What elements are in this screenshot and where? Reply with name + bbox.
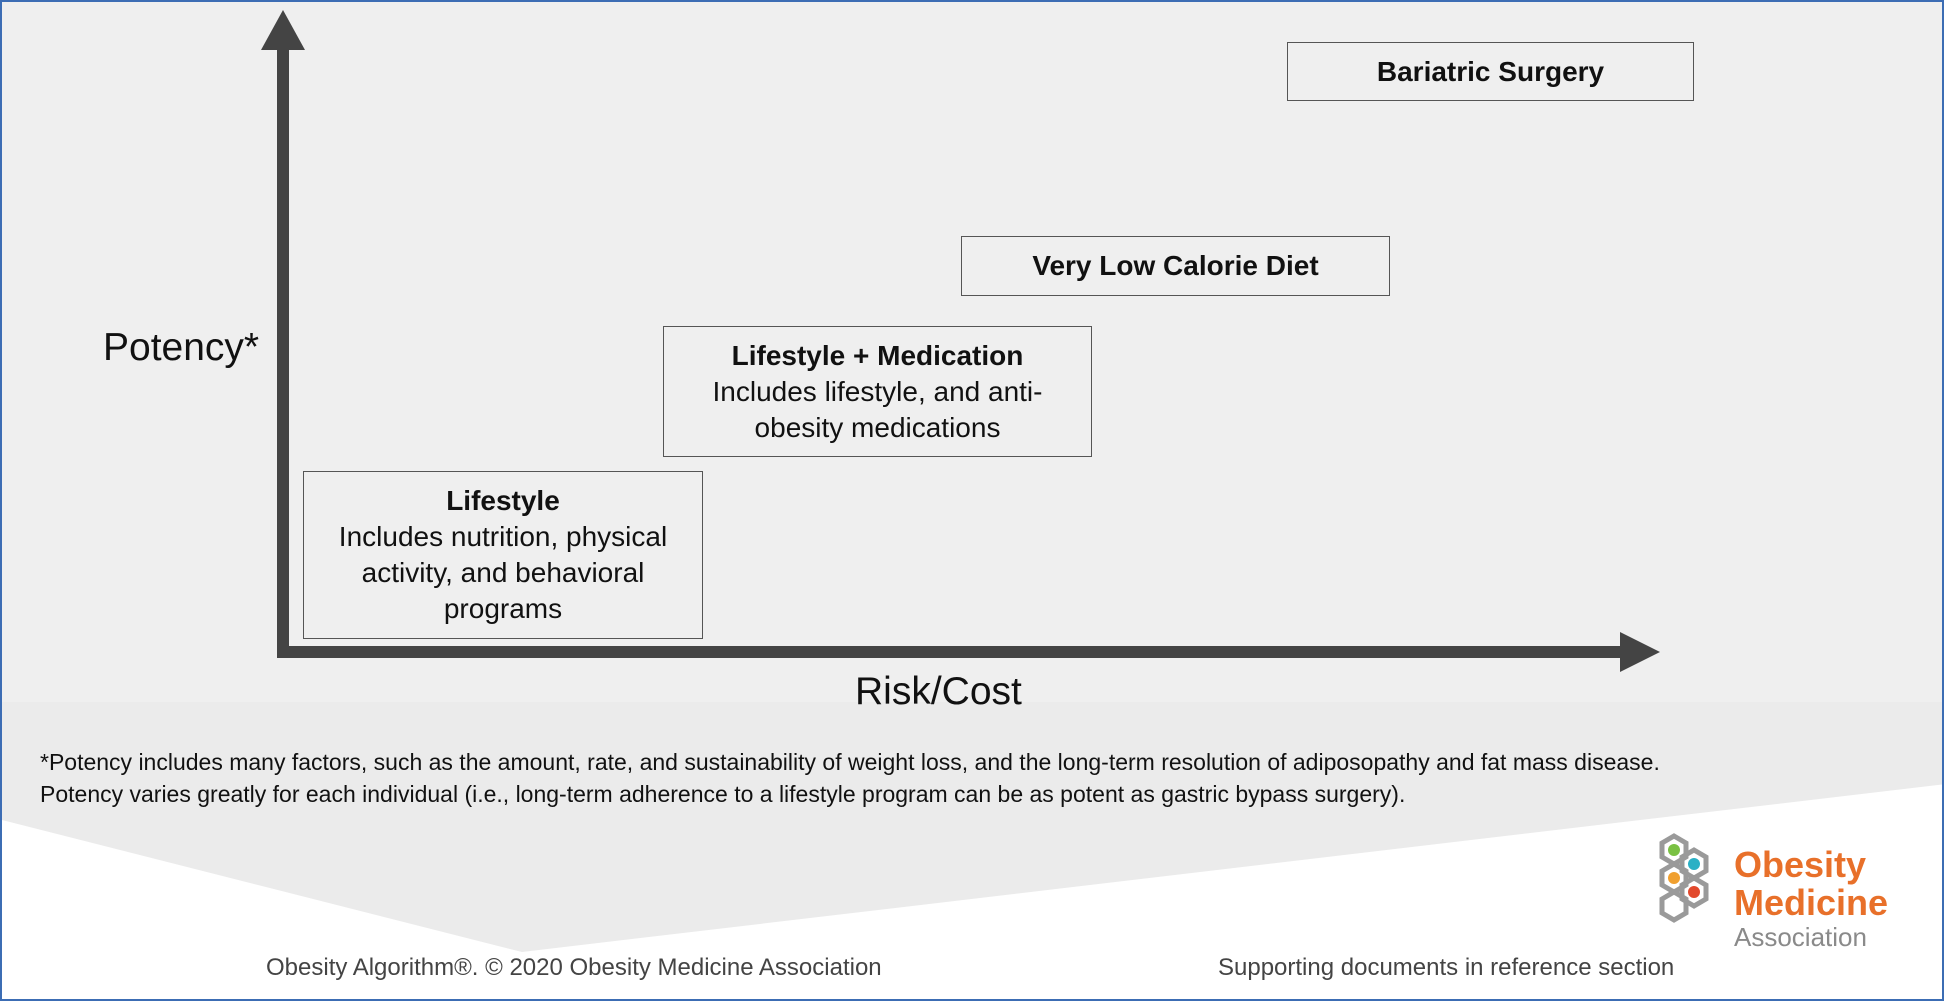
box-bariatric-surgery-title: Bariatric Surgery <box>1376 55 1605 87</box>
logo-word-medicine: Medicine <box>1734 882 1889 923</box>
box-lifestyle-medication-desc-2: obesity medications <box>754 411 1001 443</box>
hexagon-cluster-icon <box>1659 833 1709 923</box>
box-bariatric-surgery: Bariatric Surgery <box>1287 42 1694 101</box>
box-lifestyle-medication: Lifestyle + Medication Includes lifestyl… <box>663 326 1092 457</box>
y-axis-label: Potency* <box>103 326 260 369</box>
footnote: *Potency includes many factors, such as … <box>40 746 1920 810</box>
y-axis-arrowhead <box>261 10 305 50</box>
obesity-medicine-association-logo: Obesity Medicine Association <box>1654 830 1914 960</box>
box-lifestyle-medication-title: Lifestyle + Medication <box>731 339 1024 371</box>
box-lifestyle-desc-3: programs <box>443 593 563 624</box>
box-very-low-calorie-diet-title: Very Low Calorie Diet <box>1032 250 1319 281</box>
footnote-line-2: Potency varies greatly for each individu… <box>40 781 1406 807</box>
diagram-panel <box>2 2 1942 702</box>
logo-word-association: Association <box>1734 922 1867 952</box>
box-lifestyle-title: Lifestyle <box>446 485 560 516</box>
box-lifestyle-medication-desc-1: Includes lifestyle, and anti- <box>712 375 1043 407</box>
box-lifestyle-desc-2: activity, and behavioral <box>361 557 645 588</box>
box-lifestyle-desc-1: Includes nutrition, physical <box>338 521 668 552</box>
logo-word-obesity: Obesity <box>1734 844 1867 885</box>
x-axis-label: Risk/Cost <box>855 670 1022 713</box>
x-axis-arrowhead <box>1620 632 1660 672</box>
footnote-band <box>2 702 1942 952</box>
footnote-line-1: *Potency includes many factors, such as … <box>40 749 1660 775</box>
box-lifestyle: Lifestyle Includes nutrition, physical a… <box>303 471 703 639</box>
box-very-low-calorie-diet: Very Low Calorie Diet <box>961 236 1390 296</box>
footer-reference-note: Supporting documents in reference sectio… <box>1218 954 1675 981</box>
footer-copyright: Obesity Algorithm®. © 2020 Obesity Medic… <box>266 954 882 981</box>
